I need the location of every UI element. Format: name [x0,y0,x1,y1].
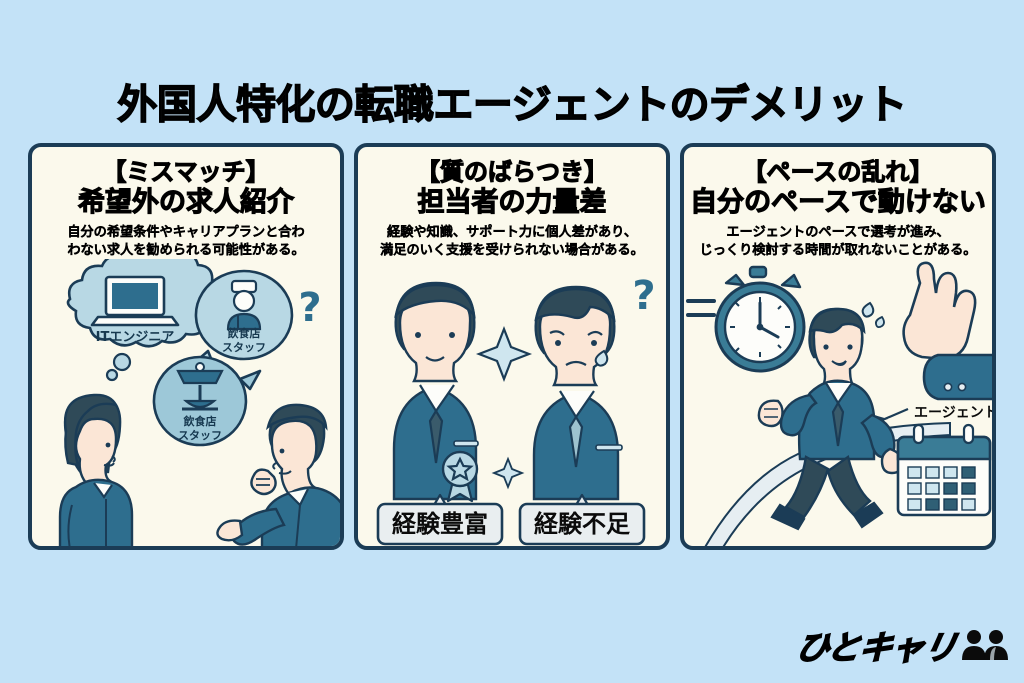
panel-quality-variance: 【質のばらつき】 担当者の力量差 経験や知識、サポート力に個人差があり、 満足の… [354,143,670,550]
chef-icon [226,279,262,331]
tag-inexperienced-label: 経験不足 [534,510,630,538]
serving-dish-icon [176,362,224,411]
sweat-drop-icon [861,301,875,318]
panel-1-illustration: ITエンジニア 飲食店 スタッフ [32,259,340,546]
award-badge-icon [441,450,479,503]
sweat-drop-small-icon [874,315,885,329]
question-mark-icon: ? [298,285,321,331]
page-title: 外国人特化の転職エージェントのデメリット [117,81,908,128]
bubble-restaurant-staff-1: 飲食店 スタッフ [190,269,294,367]
figure-woman-jobseeker [58,393,134,546]
panel-mismatch: 【ミスマッチ】 希望外の求人紹介 自分の希望条件やキャリアプランと合わ わない求… [28,143,344,550]
brand-logo-text: ひとキャリ [792,627,960,668]
panel-1-desc-line1: 自分の希望条件やキャリアプランと合わ [67,225,305,241]
panel-3-desc-line1: エージェントのペースで選考が進み、 [726,225,950,241]
brand-logo: ひとキャリ [792,621,1010,669]
stopwatch-icon [714,265,806,373]
panel-1-title: 【ミスマッチ】 希望外の求人紹介 [32,158,340,218]
bubble-restaurant-staff-1-label-line2: スタッフ [222,341,266,354]
tag-inexperienced: 経験不足 [518,493,646,546]
figure-man-experienced [392,281,479,503]
bubble-restaurant-staff-2-label-line2: スタッフ [178,429,222,442]
panel-3-title: 【ペースの乱れ】 自分のペースで動けない [684,158,992,218]
motion-lines-icon [686,299,716,317]
panel-1-description: 自分の希望条件やキャリアプランと合わ わない求人を勧められる可能性がある。 [32,224,340,259]
mismatch-scene: ITエンジニア 飲食店 スタッフ [58,259,340,546]
sweat-drop-icon [594,349,609,367]
panel-2-description: 経験や知識、サポート力に個人差があり、 満足のいく支援を受けられない場合がある。 [358,224,666,259]
laptop-icon [90,275,180,327]
pace-disruption-scene: エージェント [686,261,996,546]
bubble-it-engineer-label: ITエンジニア [96,330,175,345]
panel-2-title-main: 担当者の力量差 [417,186,607,218]
panel-2-desc-line1: 経験や知識、サポート力に個人差があり、 [386,225,638,241]
bubble-it-engineer: ITエンジニア [66,259,221,348]
panel-3-illustration: エージェント [684,259,992,546]
panel-2-title-bracket: 【質のばらつき】 [415,158,608,186]
sparkle-icon [475,325,533,383]
bubble-restaurant-staff-1-label-line1: 飲食店 [227,326,261,340]
sparkle-small-icon [491,456,525,490]
question-mark-icon: ? [632,273,655,319]
panel-2-desc-line2: 満足のいく支援を受けられない場合がある。 [380,242,644,258]
panel-2-illustration: ? [358,259,666,546]
panels-row: 【ミスマッチ】 希望外の求人紹介 自分の希望条件やキャリアプランと合わ わない求… [28,143,996,550]
tag-experienced-label: 経験豊富 [392,510,488,538]
agent-sleeve [922,353,992,401]
panel-3-title-bracket: 【ペースの乱れ】 [742,158,934,186]
stop-hand-icon [902,261,977,361]
panel-pace-disruption: 【ペースの乱れ】 自分のペースで動けない エージェントのペースで選考が進み、 じ… [680,143,996,550]
agent-label: エージェント [914,405,996,421]
figure-man-inexperienced [532,285,623,501]
panel-3-desc-line2: じっくり検討する時間が取れないことがある。 [699,242,977,258]
panel-2-title: 【質のばらつき】 担当者の力量差 [358,158,666,218]
panel-1-title-main: 希望外の求人紹介 [77,186,294,218]
quality-variance-scene: ? [376,273,656,546]
tag-experienced: 経験豊富 [376,493,504,546]
bubble-restaurant-staff-2-label-line1: 飲食店 [183,414,217,428]
bubble-restaurant-staff-2: 飲食店 スタッフ [152,355,262,447]
panel-3-title-main: 自分のペースで動けない [690,186,987,218]
panel-1-title-bracket: 【ミスマッチ】 [102,158,270,186]
calendar-icon [896,423,992,517]
panel-1-desc-line2: わない求人を勧められる可能性がある。 [67,242,305,258]
figure-man-agent [216,403,340,546]
two-people-icon [962,630,1008,660]
panel-3-description: エージェントのペースで選考が進み、 じっくり検討する時間が取れないことがある。 [684,224,992,259]
